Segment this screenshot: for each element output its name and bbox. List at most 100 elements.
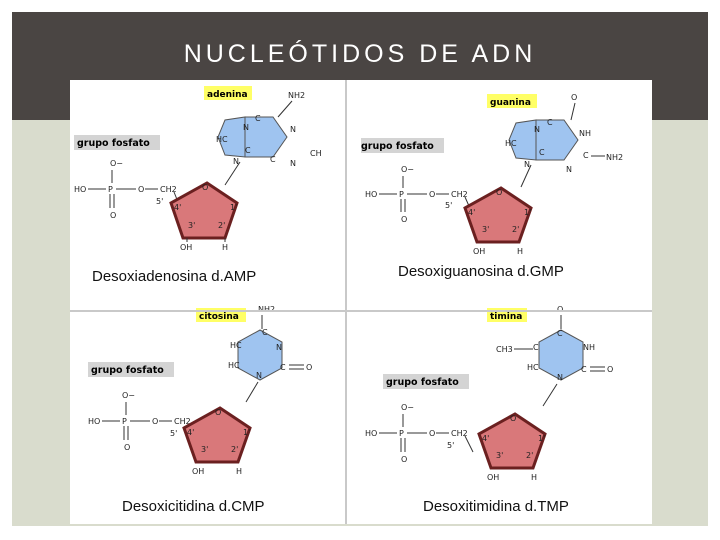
atom-label: O	[202, 183, 208, 192]
atom-label: O	[429, 429, 435, 438]
horizontal-divider	[70, 310, 652, 312]
atom-label: 4'	[468, 208, 475, 217]
atom-label: O−	[401, 165, 414, 174]
atom-label: H	[531, 473, 537, 482]
atom-label: 2'	[526, 451, 533, 460]
bond-line	[542, 383, 558, 407]
atom-label: 1'	[524, 208, 531, 217]
atom-label: HC	[505, 139, 517, 148]
atom-label: C	[583, 151, 589, 160]
amp-structure: adenina grupo fosfato NH2 N C C N HC N C…	[74, 86, 322, 252]
atom-label: N	[276, 343, 282, 352]
atom-label: O	[557, 305, 563, 314]
atom-label: 3'	[201, 445, 208, 454]
slide-title: NUCLEÓTIDOS DE ADN	[183, 40, 537, 68]
vertical-divider	[345, 80, 347, 524]
base-label-bg	[487, 94, 537, 108]
atom-label: HC	[527, 363, 539, 372]
atom-label: N	[524, 160, 530, 169]
atom-label: 5'	[447, 441, 454, 450]
gmp-structure: guanina grupo fosfato O N C C NH HC N C …	[358, 93, 623, 256]
atom-label: C	[539, 148, 545, 157]
base-ring-6	[538, 329, 584, 381]
atom-label: HO	[88, 417, 100, 426]
atom-label: N	[290, 125, 296, 134]
atom-label: O	[607, 365, 613, 374]
atom-label: NH	[579, 129, 591, 138]
bond-line	[277, 100, 293, 118]
base-ring-6	[237, 329, 283, 381]
atom-label: C	[557, 329, 563, 338]
atom-label: HC	[230, 341, 242, 350]
atom-label: 3'	[482, 225, 489, 234]
atom-label: NH	[583, 343, 595, 352]
group-label: grupo fosfato	[386, 377, 459, 388]
atom-label: C	[547, 118, 553, 127]
atom-label: C	[581, 365, 587, 374]
atom-label: N	[256, 371, 262, 380]
atom-label: O	[306, 363, 312, 372]
atom-label: O	[571, 93, 577, 102]
atom-label: OH	[180, 243, 192, 252]
bond-line	[245, 381, 259, 403]
atom-label: 3'	[188, 221, 195, 230]
bond-line	[570, 102, 576, 121]
atom-label: 4'	[174, 203, 181, 212]
atom-label: O	[401, 455, 407, 464]
nucleotide-gmp: guanina grupo fosfato O N C C NH HC N C …	[358, 80, 652, 302]
atom-label: C	[280, 363, 286, 372]
atom-label: N	[534, 125, 540, 134]
base-label-bg	[204, 86, 252, 100]
atom-label: 5'	[170, 429, 177, 438]
sugar-ring	[169, 181, 239, 240]
atom-label: N	[566, 165, 572, 174]
atom-label: O−	[110, 159, 123, 168]
atom-label: NH2	[258, 305, 275, 314]
bond-line	[224, 161, 241, 186]
atom-label: H	[222, 243, 228, 252]
atom-label: 2'	[512, 225, 519, 234]
atom-label: HC	[228, 361, 240, 370]
atom-label: O	[124, 443, 130, 452]
base-label: timina	[490, 312, 522, 322]
atom-label: 5'	[445, 201, 452, 210]
atom-label: C	[262, 328, 268, 337]
atom-label: CH2	[451, 429, 468, 438]
atom-label: O−	[122, 391, 135, 400]
group-label: grupo fosfato	[91, 365, 164, 376]
atom-label: O	[496, 188, 502, 197]
atom-label: 4'	[482, 434, 489, 443]
atom-label: O	[138, 185, 144, 194]
nucleotide-cmp: citosina grupo fosfato NH2 C N HC HC N C…	[70, 302, 361, 524]
base-label: adenina	[207, 90, 248, 100]
atom-label: C	[533, 343, 539, 352]
cmp-structure: citosina grupo fosfato NH2 C N HC HC N C…	[88, 305, 312, 476]
atom-label: 2'	[218, 221, 225, 230]
sugar-ring	[463, 186, 533, 244]
atom-label: P	[399, 429, 404, 438]
atom-label: HO	[365, 429, 377, 438]
atom-label: CH	[310, 149, 322, 158]
atom-label: C	[270, 155, 276, 164]
group-label: grupo fosfato	[77, 138, 150, 149]
base-label: guanina	[490, 98, 531, 108]
bond-line	[520, 164, 532, 188]
atom-label: N	[557, 373, 563, 382]
atom-label: 3'	[496, 451, 503, 460]
group-label-bg	[74, 135, 160, 150]
atom-label: OH	[487, 473, 499, 482]
atom-label: O	[215, 408, 221, 417]
atom-label: O	[401, 215, 407, 224]
group-label: grupo fosfato	[361, 141, 434, 152]
nucleotide-amp: adenina grupo fosfato NH2 N C C N HC N C…	[70, 80, 361, 302]
sugar-ring	[182, 406, 252, 464]
atom-label: 1'	[230, 203, 237, 212]
atom-label: CH2	[174, 417, 191, 426]
atom-label: CH2	[160, 185, 177, 194]
atom-label: N	[290, 159, 296, 168]
atom-label: HO	[74, 185, 86, 194]
nucleotide-tmp: timina grupo fosfato O CH3 C C NH HC N C…	[361, 302, 652, 524]
atom-label: 1'	[243, 428, 250, 437]
atom-label: O	[110, 211, 116, 220]
atom-label: H	[517, 247, 523, 256]
